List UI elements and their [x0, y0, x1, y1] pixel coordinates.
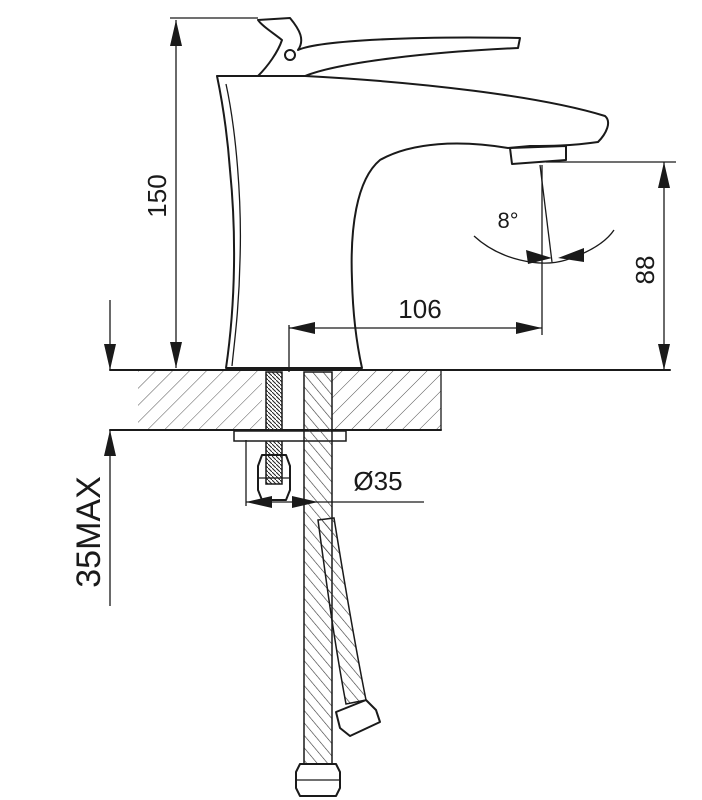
label-swivel-angle: 8°	[497, 208, 518, 233]
dimension-spout-reach: 106	[288, 165, 543, 372]
dimension-height-total: 150	[142, 17, 258, 368]
dimension-hole-diameter: Ø35	[245, 440, 424, 508]
label-height-total: 150	[142, 174, 172, 217]
deck-section	[109, 369, 671, 431]
label-spout-reach: 106	[398, 294, 441, 324]
dimension-swivel-angle: 8°	[473, 164, 615, 264]
label-max-deck-thickness: 35MAX	[70, 476, 108, 588]
faucet-body	[216, 17, 609, 369]
dimension-max-deck-thickness: 35MAX	[70, 300, 116, 606]
dimension-spout-height: 88	[546, 161, 676, 370]
underside-assembly	[233, 371, 381, 797]
label-spout-height: 88	[630, 256, 660, 285]
label-hole-diameter: Ø35	[353, 466, 402, 496]
